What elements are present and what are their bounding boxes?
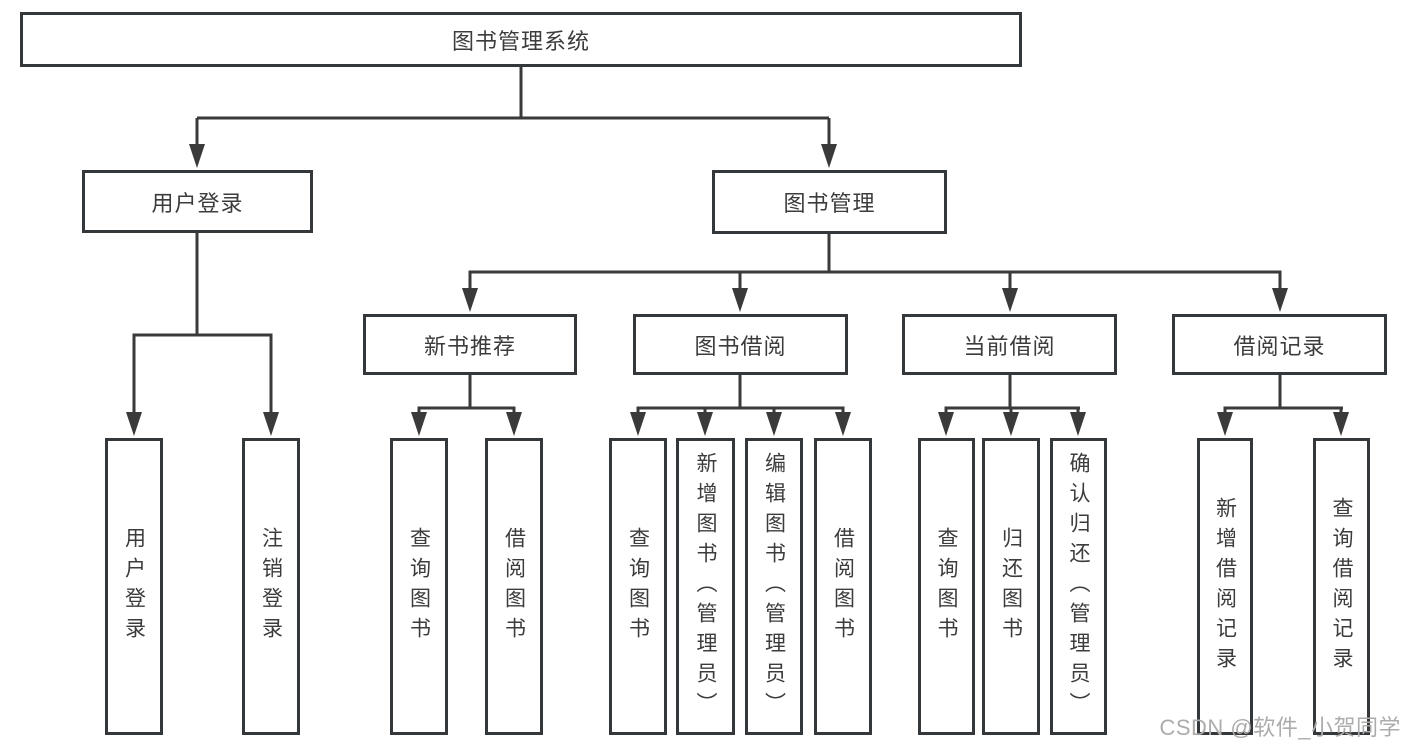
leaf-edit-books-admin: 编辑图书（管理员） (745, 438, 803, 735)
connector-root-to-level2 (189, 67, 837, 168)
node-user-login-module: 用户登录 (82, 170, 313, 233)
connector-current-borrow-branch (938, 375, 1086, 436)
node-current-borrowing: 当前借阅 (902, 314, 1117, 375)
leaf-confirm-return-admin-label: 确认归还（管理员） (1067, 451, 1090, 722)
leaf-recommend-query-books: 查询图书 (390, 438, 448, 735)
leaf-recommend-borrow-books-label: 借阅图书 (502, 526, 526, 647)
connector-user-login-branch (126, 233, 279, 436)
leaf-logout: 注销登录 (242, 438, 300, 735)
node-borrowing-records: 借阅记录 (1172, 314, 1387, 375)
leaf-edit-books-admin-label: 编辑图书（管理员） (762, 451, 786, 722)
connector-book-mgmt-branch (462, 234, 1288, 312)
leaf-borrow-books: 借阅图书 (814, 438, 872, 735)
leaf-query-borrow-record-label: 查询借阅记录 (1330, 496, 1353, 677)
leaf-logout-label: 注销登录 (259, 526, 283, 647)
leaf-query-borrow-record: 查询借阅记录 (1313, 438, 1370, 735)
leaf-recommend-borrow-books: 借阅图书 (485, 438, 543, 735)
connector-borrow-records-branch (1217, 375, 1349, 436)
leaf-confirm-return-admin: 确认归还（管理员） (1050, 438, 1107, 735)
node-book-management-module: 图书管理 (712, 170, 947, 234)
node-book-borrowing: 图书借阅 (633, 314, 848, 375)
node-system-root: 图书管理系统 (20, 12, 1022, 67)
leaf-borrow-books-label: 借阅图书 (831, 526, 855, 647)
leaf-current-query-books-label: 查询图书 (935, 526, 958, 647)
connector-new-book-branch (411, 375, 522, 436)
node-new-book-recommend: 新书推荐 (363, 314, 577, 375)
leaf-borrowing-query-books-label: 查询图书 (626, 526, 650, 647)
leaf-current-query-books: 查询图书 (918, 438, 975, 735)
leaf-add-books-admin-label: 新增图书（管理员） (694, 451, 717, 722)
leaf-return-books-label: 归还图书 (999, 526, 1023, 647)
leaf-user-login: 用户登录 (105, 438, 163, 735)
connector-book-borrow-branch (630, 375, 851, 436)
leaf-add-books-admin: 新增图书（管理员） (676, 438, 735, 735)
leaf-recommend-query-books-label: 查询图书 (407, 526, 431, 647)
leaf-add-borrow-record: 新增借阅记录 (1197, 438, 1253, 735)
leaf-user-login-label: 用户登录 (122, 526, 146, 647)
leaf-borrowing-query-books: 查询图书 (609, 438, 667, 735)
leaf-add-borrow-record-label: 新增借阅记录 (1213, 496, 1237, 677)
leaf-return-books: 归还图书 (982, 438, 1040, 735)
csdn-watermark: CSDN @软件_小贺同学 (1159, 715, 1401, 740)
